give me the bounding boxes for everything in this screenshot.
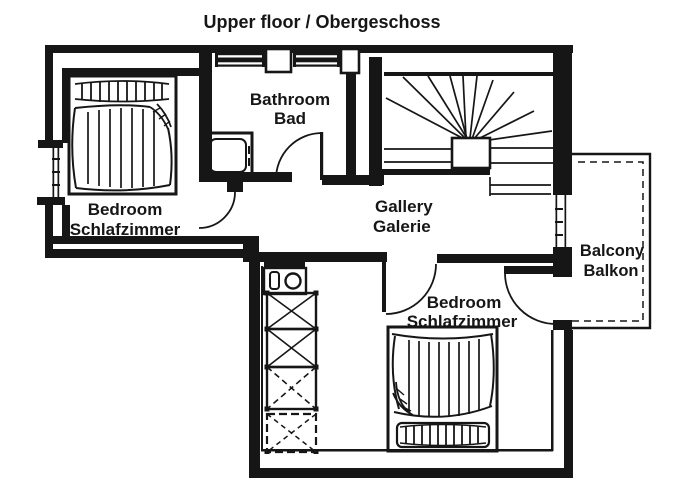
doors — [198, 132, 557, 325]
interior-walls — [62, 50, 384, 243]
window-right — [555, 195, 567, 247]
room-label-bathroom-de: Bad — [274, 109, 306, 128]
outer-walls — [45, 45, 573, 478]
door-leaf-gallery — [382, 262, 386, 312]
room-label-gallery-de: Galerie — [373, 217, 431, 236]
window-top-1 — [215, 53, 265, 67]
room-label-bedroom-upper-en: Bedroom — [88, 200, 163, 219]
room-label-bathroom-en: Bathroom — [250, 90, 330, 109]
shower-icon — [202, 131, 254, 181]
closet-icon — [264, 290, 319, 454]
door-arc-balcony — [504, 272, 557, 325]
window-pier-box — [264, 47, 293, 74]
door-leaf-balcony — [504, 266, 556, 274]
door-leaf-bathroom — [320, 132, 324, 180]
labels: Upper floor / Obergeschoss Bathroom Bad … — [70, 12, 645, 331]
room-label-balcony-de: Balkon — [583, 262, 638, 280]
balcony-inner-dashed — [560, 161, 644, 322]
room-label-bedroom-lower-de: Schlafzimmer — [407, 312, 518, 331]
bed-icon-lower — [386, 325, 499, 453]
room-label-balcony-en: Balcony — [580, 242, 645, 260]
wall-end-box — [339, 47, 361, 75]
window-top-2 — [293, 53, 340, 67]
door-jamb-bedroom1 — [227, 182, 243, 192]
balcony-outline — [556, 152, 652, 330]
staircase-icon — [380, 72, 553, 196]
door-arc-bedroom1 — [198, 191, 236, 229]
room-label-bedroom-lower-en: Bedroom — [427, 293, 502, 312]
room-label-gallery-en: Gallery — [375, 197, 433, 216]
window-left — [37, 140, 65, 205]
plan-title: Upper floor / Obergeschoss — [203, 12, 440, 32]
door-arc-bathroom — [275, 132, 323, 180]
bed-icon-upper — [67, 74, 178, 196]
closet-corner-ticks — [264, 290, 319, 454]
wc-icon — [262, 261, 308, 296]
door-arc-gallery — [385, 263, 437, 315]
room-label-bedroom-upper-de: Schlafzimmer — [70, 220, 181, 239]
